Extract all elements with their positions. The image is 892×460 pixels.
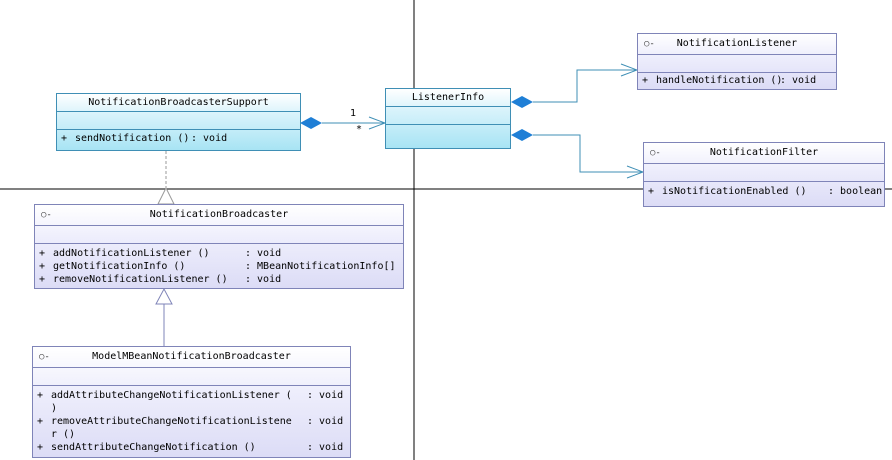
operation-return: : MBeanNotificationInfo[] — [245, 261, 396, 272]
class-notification-filter[interactable]: ○- NotificationFilter + isNotificationEn… — [643, 142, 885, 207]
operation-return: : void — [307, 416, 344, 427]
visibility-marker: + — [39, 261, 46, 272]
generalization-triangle — [155, 287, 173, 305]
visibility-marker: + — [642, 75, 649, 86]
operation-name: handleNotification () — [656, 75, 783, 86]
operation-row[interactable]: + addNotificationListener () : void — [39, 247, 399, 260]
visibility-marker: + — [37, 416, 44, 427]
operation-row-continued: r () — [37, 428, 346, 441]
visibility-marker: + — [37, 390, 44, 401]
operation-row[interactable]: + removeNotificationListener () : void — [39, 273, 399, 286]
operation-row[interactable]: + handleNotification () : void — [642, 74, 832, 87]
visibility-marker: + — [39, 248, 46, 259]
visibility-marker — [37, 428, 51, 441]
operations-compartment: + sendNotification () : void — [57, 130, 300, 145]
operation-name: ) — [51, 403, 58, 414]
class-listener-info[interactable]: ListenerInfo — [385, 88, 511, 149]
class-name: NotificationBroadcaster — [149, 209, 289, 220]
visibility-marker — [37, 402, 51, 415]
operation-name: getNotificationInfo () — [53, 261, 186, 272]
attributes-compartment — [638, 55, 836, 73]
operations-compartment: + isNotificationEnabled () : boolean — [644, 182, 884, 198]
class-notification-broadcaster-support[interactable]: NotificationBroadcasterSupport + sendNot… — [56, 93, 301, 151]
composition-diamond-listener — [511, 96, 533, 108]
attributes-compartment — [35, 226, 403, 244]
operation-name: removeAttributeChangeNotificationListene — [51, 416, 292, 427]
operations-compartment: + addNotificationListener () : void + ge… — [35, 244, 403, 286]
class-name: NotificationFilter — [709, 147, 819, 158]
composition-diamond-support — [300, 117, 322, 129]
operation-return: : void — [245, 248, 282, 259]
visibility-marker: + — [61, 133, 68, 144]
operation-name: addNotificationListener () — [53, 248, 210, 259]
attributes-compartment — [57, 112, 300, 130]
composition-diamond-filter — [511, 129, 533, 141]
composition-line-filter[interactable] — [533, 134, 643, 173]
operation-return: : void — [780, 75, 817, 86]
operation-row[interactable]: + sendAttributeChangeNotification () : v… — [37, 441, 346, 454]
visibility-marker: + — [37, 442, 44, 453]
operation-return: : boolean — [828, 186, 883, 197]
composition-line-listener[interactable] — [533, 69, 637, 103]
operation-row[interactable]: + addAttributeChangeNotificationListener… — [37, 389, 346, 402]
interface-icon: ○- — [39, 352, 50, 362]
operation-row-continued: ) — [37, 402, 346, 415]
visibility-marker: + — [39, 274, 46, 285]
interface-icon: ○- — [41, 210, 52, 220]
class-name: NotificationBroadcasterSupport — [57, 94, 300, 112]
class-name: ListenerInfo — [386, 89, 510, 107]
operations-compartment: + handleNotification () : void — [638, 73, 836, 87]
operations-compartment: + addAttributeChangeNotificationListener… — [33, 386, 350, 454]
operation-name: sendNotification () — [75, 133, 190, 144]
operation-name: removeNotificationListener () — [53, 274, 228, 285]
class-name: ModelMBeanNotificationBroadcaster — [92, 351, 291, 362]
realization-triangle — [157, 186, 175, 205]
operation-name: sendAttributeChangeNotification () — [51, 442, 256, 453]
attributes-compartment — [386, 107, 510, 125]
attributes-compartment — [644, 164, 884, 182]
operation-name: isNotificationEnabled () — [662, 186, 807, 197]
operation-return: : void — [191, 133, 228, 144]
operation-name: addAttributeChangeNotificationListener ( — [51, 390, 292, 401]
interface-icon: ○- — [650, 148, 661, 158]
operation-return: : void — [245, 274, 282, 285]
attributes-compartment — [33, 368, 350, 386]
operation-row[interactable]: + isNotificationEnabled () : boolean — [648, 185, 883, 198]
operation-row[interactable]: + getNotificationInfo () : MBeanNotifica… — [39, 260, 399, 273]
visibility-marker: + — [648, 186, 655, 197]
operation-name: r () — [51, 429, 76, 440]
class-notification-broadcaster[interactable]: ○- NotificationBroadcaster + addNotifica… — [34, 204, 404, 289]
operation-row[interactable]: + removeAttributeChangeNotificationListe… — [37, 415, 346, 428]
class-name: NotificationListener — [676, 38, 798, 49]
class-model-mbean-notification-broadcaster[interactable]: ○- ModelMBeanNotificationBroadcaster + a… — [32, 346, 351, 458]
operation-return: : void — [307, 442, 344, 453]
interface-icon: ○- — [644, 39, 655, 49]
operation-row[interactable]: + sendNotification () : void — [61, 132, 296, 145]
multiplicity-source: 1 — [350, 108, 357, 119]
operation-return: : void — [307, 390, 344, 401]
multiplicity-target: * — [356, 124, 363, 135]
class-notification-listener[interactable]: ○- NotificationListener + handleNotifica… — [637, 33, 837, 90]
